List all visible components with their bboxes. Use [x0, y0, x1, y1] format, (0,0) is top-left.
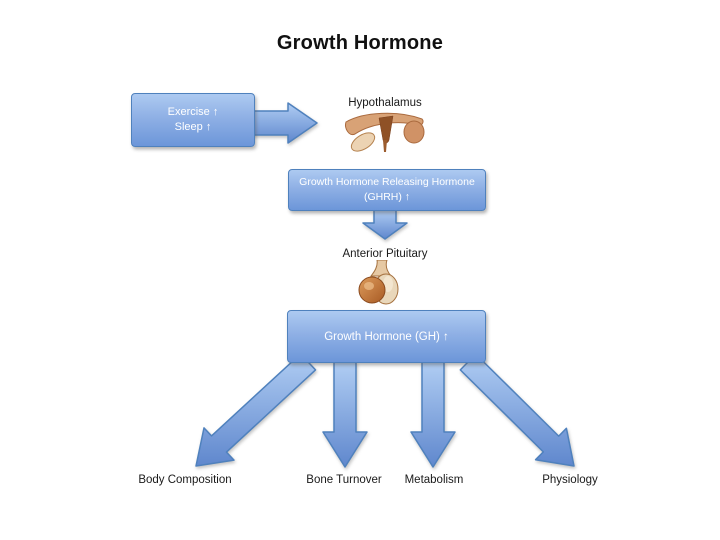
arrow-gh-to-metabolism	[410, 361, 456, 468]
outcome-label-bone-turnover: Bone Turnover	[306, 474, 382, 486]
ghrh-label-line1: Growth Hormone Releasing Hormone	[299, 176, 475, 188]
ghrh-box: Growth Hormone Releasing Hormone (GHRH) …	[288, 169, 486, 211]
pituitary-illustration-icon	[358, 260, 399, 305]
outcome-label-body-composition: Body Composition	[138, 474, 232, 486]
anterior-pituitary-label: Anterior Pituitary	[342, 248, 428, 260]
gh-label: Growth Hormone (GH) ↑	[324, 330, 449, 343]
arrow-gh-to-physiology	[459, 353, 575, 467]
hypothalamus-label: Hypothalamus	[348, 97, 422, 109]
stimuli-exercise-label: Exercise ↑	[167, 106, 219, 118]
hypothalamus-illustration-icon	[345, 112, 425, 152]
ghrh-label-line2: (GHRH) ↑	[363, 191, 411, 203]
outcome-label-metabolism: Metabolism	[404, 474, 464, 486]
arrow-stimuli-to-hypothalamus	[251, 102, 318, 144]
stimuli-box: Exercise ↑ Sleep ↑	[131, 93, 255, 147]
stimuli-sleep-label: Sleep ↑	[174, 121, 212, 133]
outcome-label-physiology: Physiology	[542, 474, 598, 486]
arrow-gh-to-body-composition	[195, 353, 317, 467]
arrow-ghrh-to-pituitary	[362, 209, 408, 240]
gh-box: Growth Hormone (GH) ↑	[287, 310, 486, 363]
slide-title: Growth Hormone	[276, 32, 444, 54]
arrow-gh-to-bone-turnover	[322, 361, 368, 468]
